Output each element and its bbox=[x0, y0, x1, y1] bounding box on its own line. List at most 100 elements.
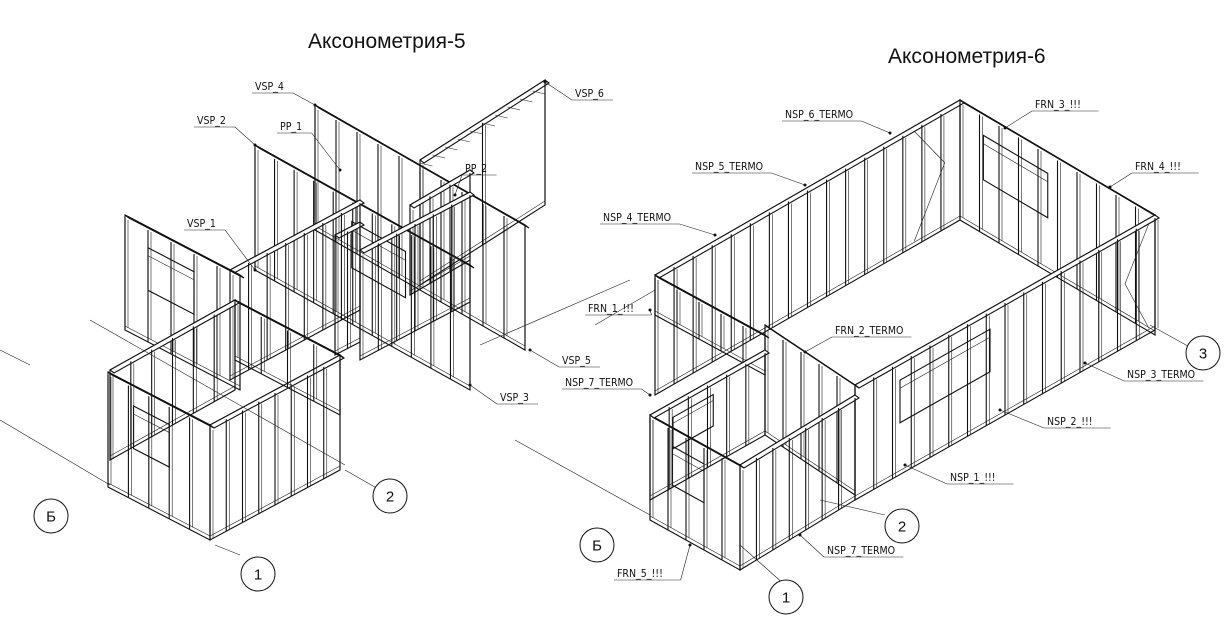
bottom-plate bbox=[124, 325, 241, 387]
axis-marker: 2 bbox=[884, 508, 920, 544]
wall-frame bbox=[959, 99, 1160, 336]
callout-text: VSP_1 bbox=[187, 218, 216, 230]
wall-frames bbox=[107, 78, 1161, 571]
bottom-plate bbox=[107, 482, 211, 537]
callout: VSP_5 bbox=[528, 348, 600, 368]
callout: FRN_4_!!! bbox=[1108, 161, 1199, 189]
callout-text: VSP_3 bbox=[500, 392, 529, 404]
leader-line bbox=[454, 174, 463, 196]
callout-text: NSP_6_TERMO bbox=[785, 109, 853, 121]
axis-marker: Б bbox=[579, 527, 615, 563]
bottom-plate bbox=[649, 515, 741, 567]
wall-frame bbox=[107, 371, 215, 541]
axis-label: 2 bbox=[898, 519, 906, 536]
callout: VSP_3 bbox=[468, 383, 538, 405]
axis-circle bbox=[1185, 335, 1221, 371]
callout-text: NSP_3_TERMO bbox=[1127, 369, 1195, 381]
axis-circle bbox=[579, 527, 615, 563]
leader-arrow bbox=[1108, 185, 1112, 189]
callout-text: NSP_1_!!! bbox=[950, 472, 996, 484]
truss-web bbox=[444, 146, 458, 151]
top-plate bbox=[234, 299, 345, 359]
callout-text: FRN_1_!!! bbox=[588, 303, 634, 315]
axis-marker: 1 bbox=[240, 556, 276, 592]
window-opening bbox=[982, 134, 1049, 219]
top-plate bbox=[654, 274, 770, 339]
truss-web bbox=[419, 162, 433, 167]
wall-frame bbox=[208, 354, 346, 541]
callout: NSP_2_!!! bbox=[998, 408, 1111, 429]
callout: FRN_2_TERMO bbox=[803, 325, 912, 354]
callout-text: NSP_4_TERMO bbox=[603, 212, 671, 224]
callout: VSP_1 bbox=[184, 218, 257, 272]
axis-guide-line bbox=[479, 279, 631, 346]
bottom-plate bbox=[409, 255, 471, 292]
leader-line bbox=[641, 388, 651, 396]
axis-guide-line bbox=[514, 439, 651, 516]
window-opening bbox=[671, 445, 705, 504]
wall-frame bbox=[314, 104, 530, 351]
top-plate bbox=[358, 191, 476, 254]
leader-line bbox=[311, 132, 341, 171]
callout-text: PP_1 bbox=[280, 121, 302, 133]
axis-label: Б bbox=[46, 509, 56, 526]
axis-guide-line bbox=[0, 349, 31, 366]
leader-arrow bbox=[803, 183, 807, 187]
view-title-5: Аксонометрия-5 bbox=[308, 30, 466, 53]
leader-line bbox=[234, 126, 256, 146]
axis-label: Б bbox=[592, 538, 602, 555]
leader-line bbox=[771, 172, 806, 186]
leader-line bbox=[1084, 362, 1125, 382]
leader-arrow bbox=[253, 268, 257, 272]
axis-label: 1 bbox=[782, 590, 790, 607]
callout-text: PP_2 bbox=[465, 163, 487, 175]
axis-label: 1 bbox=[254, 567, 262, 584]
wall-outline bbox=[739, 394, 856, 571]
leader-line bbox=[904, 464, 948, 485]
callout: NSP_5_TERMO bbox=[692, 161, 807, 187]
axis-guide-line bbox=[0, 419, 111, 486]
top-plate bbox=[314, 104, 530, 229]
wall-frame bbox=[853, 214, 1161, 501]
window-opening bbox=[351, 220, 407, 299]
leader-arrow bbox=[453, 193, 457, 197]
leader-line bbox=[861, 120, 891, 134]
view-title-6: Аксонометрия-6 bbox=[888, 45, 1046, 68]
callout: VSP_4 bbox=[252, 81, 317, 107]
axis-circle bbox=[372, 478, 408, 514]
callout: NSP_1_!!! bbox=[903, 463, 1014, 485]
callout-text: VSP_6 bbox=[575, 88, 604, 100]
leader-line bbox=[1004, 110, 1033, 129]
window-opening bbox=[672, 393, 714, 450]
leader-arrow bbox=[713, 233, 717, 237]
header bbox=[899, 336, 991, 389]
axis-circle bbox=[768, 579, 804, 615]
wall-frame bbox=[648, 349, 771, 501]
callout: PP_2 bbox=[453, 163, 497, 197]
wall-frame bbox=[419, 78, 550, 287]
top-plate bbox=[648, 349, 771, 419]
truss-web bbox=[507, 106, 521, 111]
callout-text: VSP_5 bbox=[562, 355, 591, 367]
callout-text: FRN_4_!!! bbox=[1135, 161, 1181, 173]
axis-marker: 2 bbox=[372, 478, 408, 514]
window-opening bbox=[899, 328, 991, 424]
callout: NSP_3_TERMO bbox=[1083, 361, 1204, 382]
truss-web bbox=[482, 122, 496, 127]
truss-web bbox=[494, 114, 508, 119]
callout-text: NSP_5_TERMO bbox=[695, 161, 763, 173]
top-plate bbox=[409, 169, 475, 209]
truss-web bbox=[519, 98, 533, 103]
leader-arrow bbox=[688, 543, 692, 547]
axis-guide-line bbox=[344, 469, 381, 491]
axis-guide-line bbox=[739, 544, 786, 586]
callout-text: NSP_2_!!! bbox=[1047, 416, 1093, 428]
leader-arrow bbox=[528, 348, 532, 352]
truss-web bbox=[469, 130, 483, 135]
top-plate bbox=[419, 79, 550, 164]
leader-arrow bbox=[798, 533, 802, 537]
truss-web bbox=[457, 138, 471, 143]
callout: NSP_7_TERMO bbox=[562, 377, 652, 397]
callout-text: NSP_7_TERMO bbox=[565, 377, 633, 389]
callout-text: VSP_2 bbox=[197, 115, 226, 127]
